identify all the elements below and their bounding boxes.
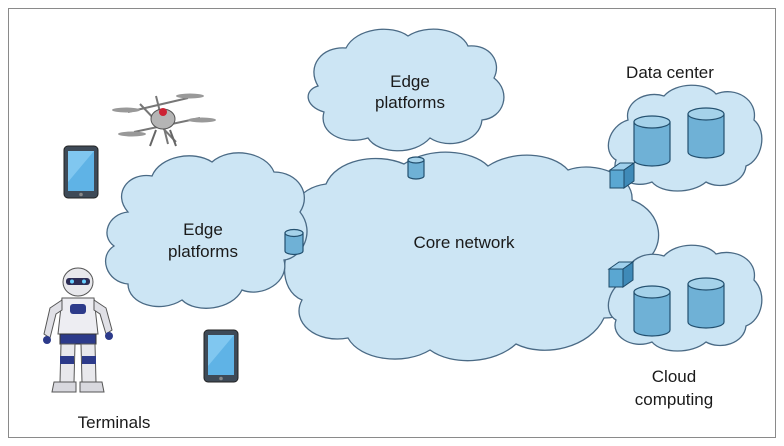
- data-center-label: Data center: [626, 63, 714, 82]
- edge-left-label-line2: platforms: [168, 242, 238, 261]
- robot-icon: [43, 267, 113, 393]
- database-icon: [633, 285, 671, 337]
- server-cube-icon: [608, 162, 636, 189]
- server-cube-icon: [607, 261, 635, 288]
- database-icon: [687, 107, 725, 159]
- tablet-icon: [63, 145, 99, 199]
- database-icon: [633, 115, 671, 167]
- tablet-icon: [203, 329, 239, 383]
- terminals-label: Terminals: [78, 413, 151, 432]
- drone-icon: [112, 93, 216, 147]
- cloud-computing-label-line2: computing: [635, 390, 713, 409]
- database-icon: [687, 277, 725, 329]
- edge-top-label-line1: Edge: [390, 72, 430, 91]
- core-network-label: Core network: [413, 233, 515, 252]
- edge-platforms-top-cloud: [307, 28, 505, 152]
- edge-platforms-left-cloud: [104, 152, 308, 309]
- edge-top-label-line2: platforms: [375, 93, 445, 112]
- edge-left-label-line1: Edge: [183, 220, 223, 239]
- cloud-computing-label-line1: Cloud: [652, 367, 696, 386]
- database-icon: [407, 156, 425, 180]
- database-icon: [284, 228, 304, 256]
